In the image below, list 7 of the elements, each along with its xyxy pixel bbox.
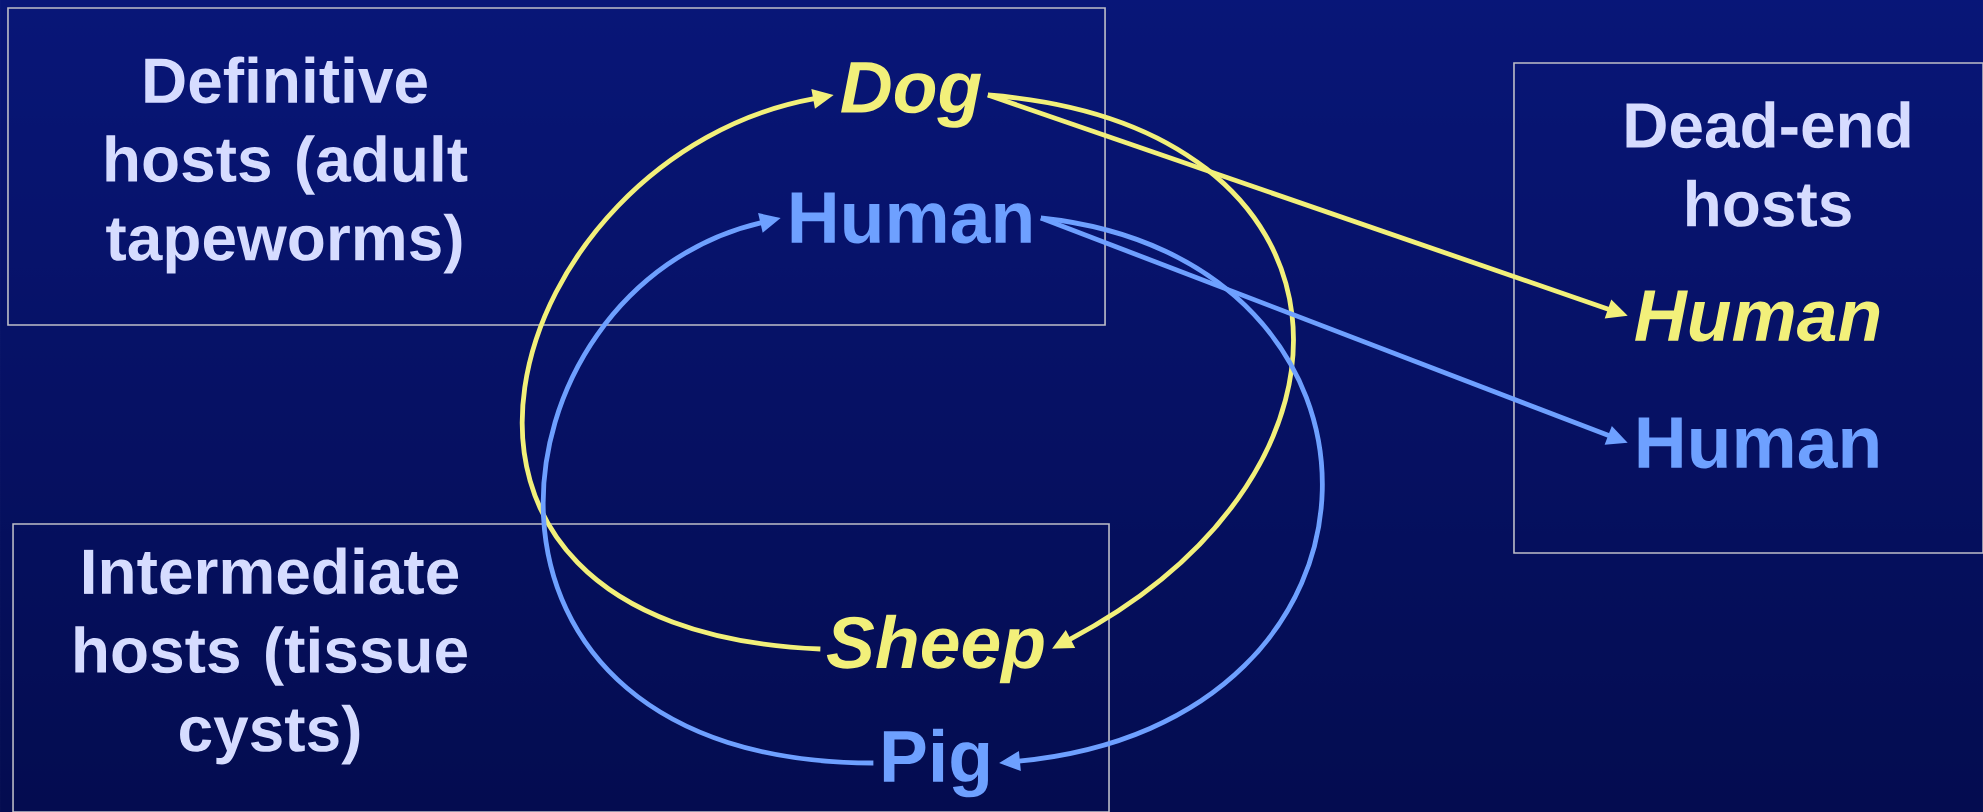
host-label: Human [791, 192, 1031, 244]
host-label: Human [1635, 290, 1880, 342]
arrow [541, 213, 874, 766]
host-label: Human [1638, 417, 1878, 469]
host-label: Pig [883, 728, 989, 798]
host-label: Sheep [826, 614, 1044, 684]
host-label: Dog [841, 62, 982, 128]
